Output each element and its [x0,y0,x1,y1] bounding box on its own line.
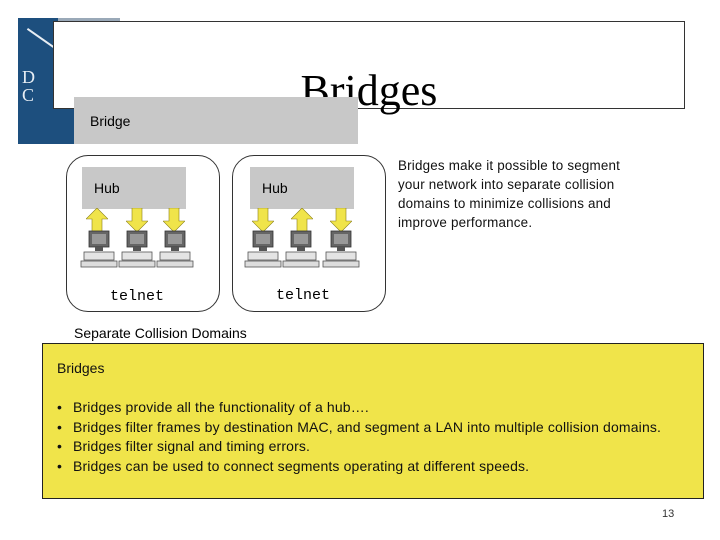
summary-box: Bridges •Bridges provide all the functio… [42,343,704,499]
computer-icon [118,230,156,268]
down-arrow-icon [252,208,274,232]
bullet-text: Bridges filter signal and timing errors. [73,438,311,454]
up-arrow-icon [291,208,313,232]
computer-icon [322,230,360,268]
bullet-item: •Bridges filter frames by destination MA… [57,418,662,435]
summary-title: Bridges [57,360,105,376]
hub-right-label: Hub [262,180,288,196]
bullet-item: •Bridges provide all the functionality o… [57,399,369,415]
hub-left: Hub [82,167,186,209]
summary-bullet-list: •Bridges provide all the functionality o… [57,398,661,476]
bullet-item: •Bridges filter signal and timing errors… [57,438,311,454]
computer-icon [244,230,282,268]
description-text: Bridges make it possible to segment your… [398,158,621,230]
computer-icon [156,230,194,268]
telnet-label-right: telnet [276,287,331,304]
collision-domains-caption: Separate Collision Domains [74,325,247,341]
bridge-label: Bridge [90,113,131,129]
page-number: 13 [662,508,675,520]
bullet-text: Bridges filter frames by destination MAC… [73,418,662,435]
bullet-item: •Bridges can be used to connect segments… [57,457,530,474]
telnet-label-left: telnet [110,288,165,305]
bullet-text: Bridges can be used to connect segments … [73,457,530,474]
hub-left-label: Hub [94,180,120,196]
title-box: Bridges [53,21,685,115]
down-arrow-icon [330,208,352,232]
down-arrow-icon [163,208,185,232]
computer-icon [282,230,320,268]
up-arrow-icon [86,208,108,232]
computer-icon [80,230,118,268]
down-arrow-icon [126,208,148,232]
bridge-device: Bridge [74,97,358,144]
bullet-text: Bridges provide all the functionality of… [73,399,369,415]
hub-right: Hub [250,167,354,209]
